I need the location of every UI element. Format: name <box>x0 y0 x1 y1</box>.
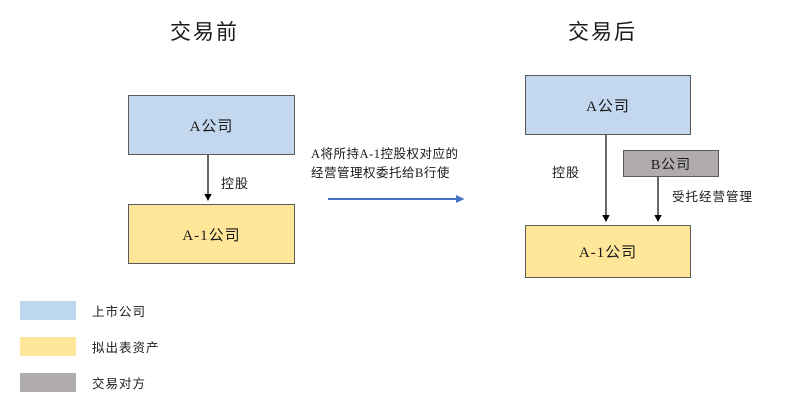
legend: 上市公司 拟出表资产 交易对方 <box>20 300 160 408</box>
node-a1-company-after[interactable]: A-1公司 <box>525 225 691 278</box>
legend-item-counterparty: 交易对方 <box>20 372 160 392</box>
transition-note-line1: A将所持A-1控股权对应的 <box>311 147 459 161</box>
legend-swatch-counterparty <box>20 372 76 392</box>
panel-title-after: 交易后 <box>568 20 637 44</box>
transition-note-line2: 经营管理权委托给B行使 <box>311 166 450 180</box>
node-a-company-before[interactable]: A公司 <box>128 95 295 155</box>
legend-label-listed-company: 上市公司 <box>92 304 147 319</box>
edge-label-kongu-after: 控股 <box>552 165 581 180</box>
edge-label-kongu-before: 控股 <box>221 176 250 191</box>
legend-swatch-listed-company <box>20 300 76 320</box>
edge-label-entrusted-management: 受托经营管理 <box>672 190 754 204</box>
legend-label-divest-asset: 拟出表资产 <box>92 340 160 355</box>
legend-item-divest-asset: 拟出表资产 <box>20 336 160 356</box>
legend-item-listed-company: 上市公司 <box>20 300 160 320</box>
transition-note: A将所持A-1控股权对应的 经营管理权委托给B行使 <box>311 145 501 183</box>
node-b-company-after[interactable]: B公司 <box>623 150 719 177</box>
node-a-company-after[interactable]: A公司 <box>525 75 691 135</box>
node-a1-company-before[interactable]: A-1公司 <box>128 204 295 264</box>
legend-label-counterparty: 交易对方 <box>92 376 147 391</box>
legend-swatch-divest-asset <box>20 336 76 356</box>
panel-title-before: 交易前 <box>170 20 239 44</box>
